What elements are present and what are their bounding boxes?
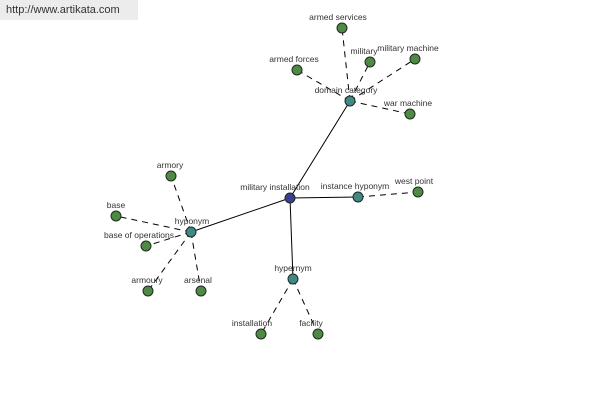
node-armed-services[interactable] <box>336 22 348 34</box>
node-war-machine[interactable] <box>404 108 416 120</box>
label-hypernym[interactable]: hypernym <box>274 263 311 273</box>
label-domain-category[interactable]: domain category <box>315 85 379 95</box>
node-military[interactable] <box>364 56 376 68</box>
watermark-url: http://www.artikata.com <box>6 4 120 16</box>
label-armed-services[interactable]: armed services <box>309 12 367 22</box>
edge-hyponym-arsenal <box>190 231 202 292</box>
edge-root-instance-hyponym <box>289 196 359 199</box>
edge-domain-armed-services <box>341 27 351 102</box>
edge-domain-military <box>349 61 371 102</box>
label-facility[interactable]: facility <box>299 318 323 328</box>
node-hyponym[interactable] <box>185 226 197 238</box>
edge-hyponym-armory <box>170 175 192 233</box>
edge-root-hypernym <box>289 197 294 280</box>
edge-root-domain-category <box>289 100 351 199</box>
node-hypernym[interactable] <box>287 273 299 285</box>
label-armoury[interactable]: armoury <box>131 275 163 285</box>
node-facility[interactable] <box>312 328 324 340</box>
node-instance-hyponym[interactable] <box>352 191 364 203</box>
label-armory[interactable]: armory <box>157 160 184 170</box>
label-hyponym[interactable]: hyponym <box>175 216 210 226</box>
node-armoury[interactable] <box>142 285 154 297</box>
edge-hyponym-armoury <box>147 231 192 292</box>
node-base[interactable] <box>110 210 122 222</box>
label-instance-hyponym[interactable]: instance hyponym <box>321 181 390 191</box>
node-base-of-operations[interactable] <box>140 240 152 252</box>
label-military-machine[interactable]: military machine <box>377 43 439 53</box>
label-installation[interactable]: installation <box>232 318 272 328</box>
edge-domain-military-machine <box>349 58 416 102</box>
node-root[interactable] <box>284 192 296 204</box>
label-arsenal[interactable]: arsenal <box>184 275 212 285</box>
node-military-machine[interactable] <box>409 53 421 65</box>
node-armory[interactable] <box>165 170 177 182</box>
watermark-box: http://www.artikata.com <box>0 0 138 20</box>
edge-root-hyponym <box>190 197 291 233</box>
label-base[interactable]: base <box>107 200 126 210</box>
label-root[interactable]: military installation <box>240 182 310 192</box>
label-base-of-operations[interactable]: base of operations <box>104 230 174 240</box>
label-armed-forces[interactable]: armed forces <box>269 54 319 64</box>
label-war-machine[interactable]: war machine <box>383 98 432 108</box>
edge-instance-west-point <box>357 191 419 198</box>
label-military[interactable]: military <box>351 46 379 56</box>
label-west-point[interactable]: west point <box>394 176 434 186</box>
node-west-point[interactable] <box>412 186 424 198</box>
node-arsenal[interactable] <box>195 285 207 297</box>
edge-hyponym-base-of-operations <box>145 231 192 247</box>
node-domain-category[interactable] <box>344 95 356 107</box>
node-installation[interactable] <box>255 328 267 340</box>
node-armed-forces[interactable] <box>291 64 303 76</box>
edge-hyponym-base <box>115 215 192 233</box>
